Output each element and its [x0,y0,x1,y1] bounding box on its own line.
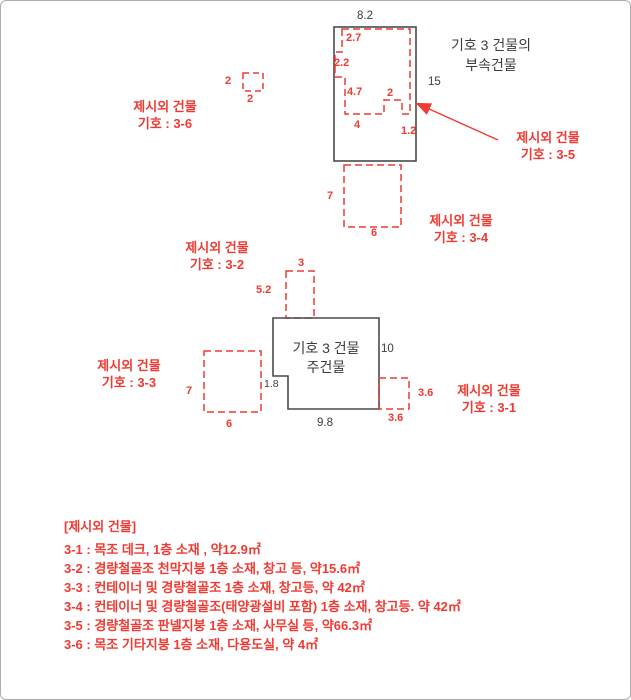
building-3-1-right-dimension: 3.6 [418,387,434,399]
building-3-3-bottom-dimension: 6 [226,418,233,430]
building-3-1-label-line2: 기호 : 3-1 [461,400,517,415]
building-3-2-label: 제시외 건물 기호 : 3-2 [163,239,271,273]
building-3-2-left-dimension: 5.2 [256,284,272,296]
annex-title-line2: 부속건물 [465,57,517,73]
annex-building-outline [333,26,417,162]
building-3-3-label: 제시외 건물 기호 : 3-3 [75,357,183,391]
main-building-outline [272,317,380,410]
legend-item-3-2: 3-2 : 경량철골조 천막지붕 1층 소재, 창고 등, 약15.6㎡ [64,561,361,576]
building-3-2-dashed-outline [285,270,315,319]
building-3-3-left-dimension: 7 [186,385,193,397]
annex-width-dimension: 8.2 [357,10,373,22]
legend-item-3-6: 3-6 : 목조 기타지붕 1층 소재, 다용도실, 약 4㎡ [64,637,319,652]
building-3-2-top-dimension: 3 [298,257,305,269]
building-3-6-label-line1: 제시외 건물 [133,99,197,114]
annex-side-dimension: 15 [428,76,441,88]
building-3-1-label-line1: 제시외 건물 [457,383,521,398]
building-3-3-label-line1: 제시외 건물 [97,358,161,373]
building-3-5-label-line1: 제시외 건물 [516,130,580,145]
main-building-right-dimension: 10 [381,343,394,355]
legend-item-3-3: 3-3 : 컨테이너 및 경량철골조 1층 소재, 창고등, 약 42㎡ [64,580,365,595]
legend-title: [제시외 건물] [64,519,137,534]
building-3-1-label: 제시외 건물 기호 : 3-1 [435,382,543,416]
annex-title: 기호 3 건물의 부속건물 [430,35,552,75]
main-building-notch-dimension: 1.8 [264,378,279,390]
building-3-6-label-line2: 기호 : 3-6 [137,116,193,131]
main-building-bottom-dimension: 9.8 [317,417,333,429]
building-3-1-bottom-dimension: 3.6 [388,412,404,424]
legend-item-3-4: 3-4 : 컨테이너 및 경량철골조(태양광설비 포함) 1층 소재, 창고등.… [64,599,461,614]
legend: [제시외 건물] 3-1 : 목조 데크, 1층 소재 , 약12.9㎡ 3-2… [64,517,461,654]
dim-4-7: 4.7 [347,86,363,98]
building-3-2-label-line2: 기호 : 3-2 [189,257,245,272]
dim-4: 4 [354,119,361,131]
main-building-title-line2: 주건물 [306,359,346,375]
main-building-title: 기호 3 건물 주건물 [278,339,374,377]
main-building-title-line1: 기호 3 건물 [292,340,360,356]
building-3-5-label: 제시외 건물 기호 : 3-5 [493,129,603,163]
dim-2-notch: 2 [387,87,394,99]
building-3-4-dashed-outline [343,164,402,228]
building-3-4-label-line2: 기호 : 3-4 [433,230,489,245]
legend-item-3-5: 3-5 : 경량철골조 판넬지붕 1층 소재, 사무실 등, 약66.3㎡ [64,618,373,633]
annex-title-line1: 기호 3 건물의 [451,37,531,53]
building-3-6-dashed-outline [242,72,264,92]
building-3-4-label-line1: 제시외 건물 [429,213,493,228]
building-3-4-label: 제시외 건물 기호 : 3-4 [407,212,515,246]
building-3-6-bottom-dimension: 2 [247,93,254,105]
building-3-5-label-line2: 기호 : 3-5 [520,147,576,162]
building-3-2-label-line1: 제시외 건물 [185,240,249,255]
building-3-3-label-line2: 기호 : 3-3 [101,375,157,390]
dim-1-2: 1.2 [401,125,417,137]
building-3-6-label: 제시외 건물 기호 : 3-6 [111,98,219,132]
legend-item-3-1: 3-1 : 목조 데크, 1층 소재 , 약12.9㎡ [64,542,261,557]
dim-2-7: 2.7 [346,32,362,44]
building-3-6-left-dimension: 2 [225,75,232,87]
building-3-4-left-dimension: 7 [327,190,334,202]
dim-2-2: 2.2 [334,57,350,69]
building-3-3-dashed-outline [203,350,262,413]
building-3-5-callout-arrow [415,102,499,141]
building-3-4-bottom-dimension: 6 [371,227,378,239]
building-3-1-dashed-outline [378,377,410,410]
